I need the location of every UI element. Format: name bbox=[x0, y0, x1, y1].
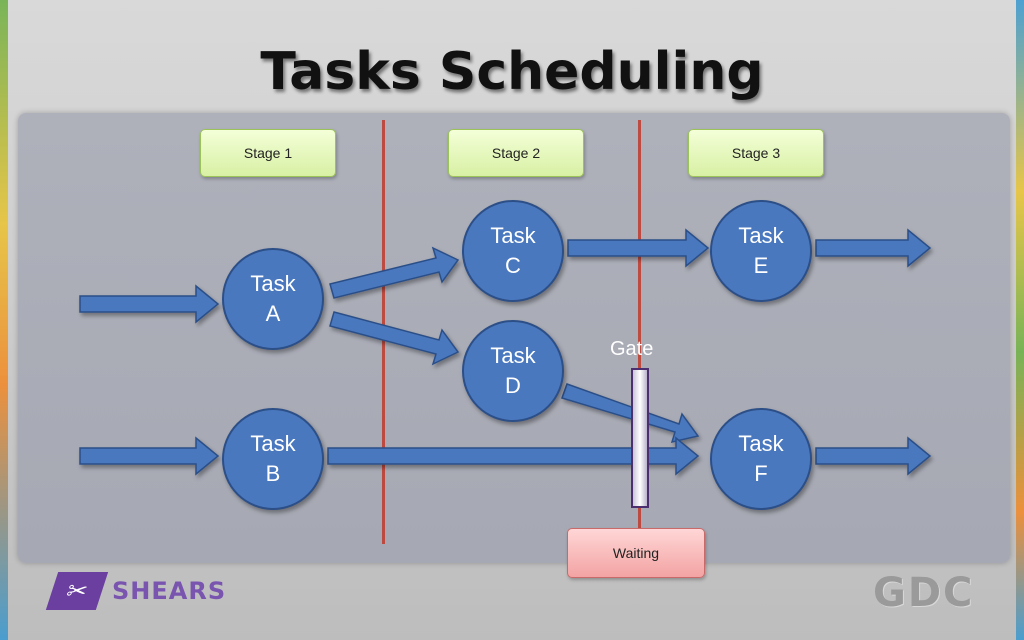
gdc-logo: GDC bbox=[873, 570, 975, 616]
arrow-input-to-task-a bbox=[79, 284, 220, 324]
task-b-line1: Task bbox=[250, 431, 296, 456]
right-edge-decoration bbox=[1016, 0, 1024, 640]
task-d-node: Task D bbox=[462, 320, 564, 422]
gate-bar bbox=[631, 368, 649, 508]
task-f-line1: Task bbox=[738, 431, 784, 456]
task-f-node: Task F bbox=[710, 408, 812, 510]
arrow-input-to-task-b bbox=[79, 436, 220, 476]
stage-3-box: Stage 3 bbox=[688, 129, 824, 177]
shears-logo-text: SHEARS bbox=[112, 577, 227, 605]
arrow-task-f-output bbox=[815, 436, 932, 476]
arrow-task-c-to-task-e bbox=[567, 228, 710, 268]
task-c-line2: C bbox=[505, 253, 521, 278]
task-d-line1: Task bbox=[490, 343, 536, 368]
waiting-box: Waiting bbox=[567, 528, 705, 578]
task-c-node: Task C bbox=[462, 200, 564, 302]
left-edge-decoration bbox=[0, 0, 8, 640]
arrow-task-a-to-task-d bbox=[329, 311, 460, 366]
arrow-task-e-output bbox=[815, 228, 932, 268]
gate-label: Gate bbox=[610, 338, 654, 360]
stage-1-box: Stage 1 bbox=[200, 129, 336, 177]
task-e-line1: Task bbox=[738, 223, 784, 248]
scissors-icon: ✂ bbox=[45, 572, 109, 610]
task-c-line1: Task bbox=[490, 223, 536, 248]
task-a-line1: Task bbox=[250, 271, 296, 296]
arrow-task-d-to-task-f bbox=[561, 383, 700, 444]
task-b-line2: B bbox=[265, 461, 281, 486]
task-e-node: Task E bbox=[710, 200, 812, 302]
shears-logo: ✂ SHEARS bbox=[45, 572, 227, 610]
task-b-node: Task B bbox=[222, 408, 324, 510]
task-a-line2: A bbox=[265, 301, 281, 326]
task-e-line2: E bbox=[753, 253, 769, 278]
task-a-node: Task A bbox=[222, 248, 324, 350]
arrow-task-b-to-task-f bbox=[327, 436, 700, 476]
stage-divider-2 bbox=[638, 120, 641, 528]
task-d-line2: D bbox=[505, 373, 521, 398]
arrow-task-a-to-task-c bbox=[329, 246, 460, 299]
stage-2-box: Stage 2 bbox=[448, 129, 584, 177]
task-f-line2: F bbox=[754, 461, 768, 486]
slide-title: Tasks Scheduling bbox=[260, 42, 764, 102]
